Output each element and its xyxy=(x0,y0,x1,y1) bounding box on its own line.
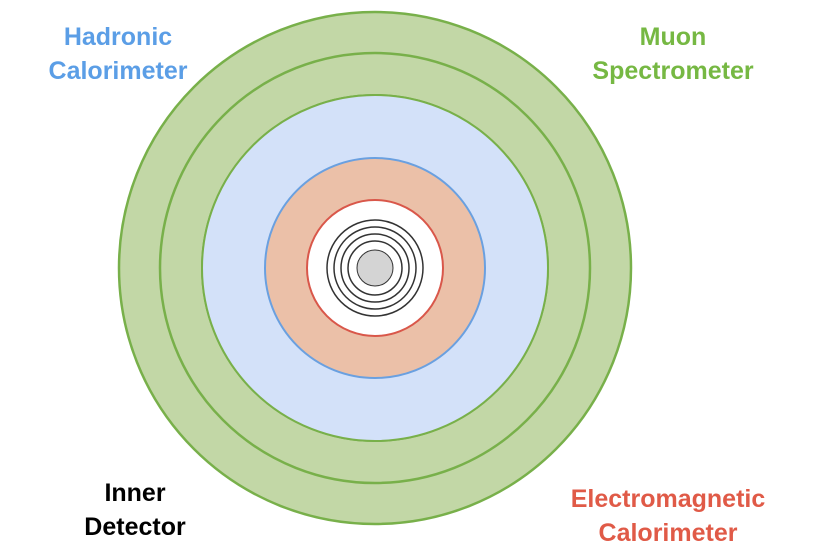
hadronic-label-line2: Calorimeter xyxy=(48,57,188,85)
beam-pipe xyxy=(356,249,394,287)
inner-label-line1: Inner xyxy=(104,479,166,507)
inner-detector-label: Inner Detector xyxy=(70,476,200,544)
hadronic-calorimeter-label: Hadronic Calorimeter xyxy=(30,20,206,88)
muon-label-line2: Spectrometer xyxy=(592,57,754,85)
muon-label-line1: Muon xyxy=(639,23,707,51)
hadronic-label-line1: Hadronic xyxy=(63,23,173,51)
inner-label-line2: Detector xyxy=(84,513,186,541)
em-label-line1: Electromagnetic xyxy=(570,485,766,513)
em-label-line2: Calorimeter xyxy=(598,519,738,547)
muon-spectrometer-label: Muon Spectrometer xyxy=(583,20,763,88)
em-calorimeter-label: Electromagnetic Calorimeter xyxy=(540,482,796,550)
